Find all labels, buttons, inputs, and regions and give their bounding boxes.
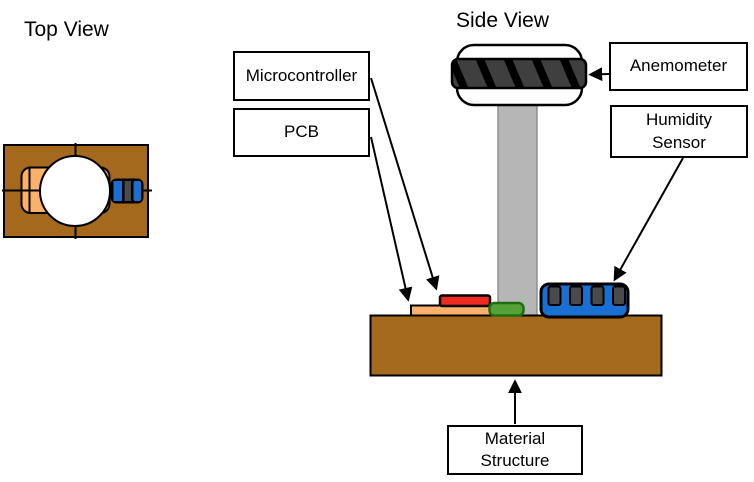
top-view-assembly (2, 143, 152, 239)
humidity-sensor-slot (590, 285, 605, 306)
top-view-sensor-segment-right (133, 181, 141, 201)
side-view-assembly (369, 43, 663, 377)
material-structure-label: Material Structure (447, 425, 583, 475)
side-view-anemometer-drum-outline (450, 57, 588, 90)
top-view-sensor-segment-middle (124, 181, 131, 201)
top-view-humidity-sensor (110, 178, 144, 204)
pcb-label-text: PCB (284, 122, 319, 142)
arrow-anemometer-to-drum (588, 67, 610, 82)
arrow-microcontroller-to-chip (370, 77, 440, 291)
arrow-pcb-to-board (370, 136, 413, 302)
side-view-material-structure (369, 314, 663, 377)
microcontroller-label: Microcontroller (233, 51, 370, 101)
top-view-title: Top View (24, 18, 109, 41)
pcb-label: PCB (233, 108, 370, 157)
material-label-line2: Structure (480, 451, 550, 470)
material-label-line1: Material (484, 428, 546, 448)
humidity-sensor-slot (569, 285, 583, 306)
top-view-anemometer-circle (39, 155, 111, 227)
microcontroller-label-text: Microcontroller (245, 65, 358, 85)
material-structure-label-text: Material Structure (481, 428, 550, 472)
callout-arrows (370, 67, 684, 424)
side-view-humidity-sensor-body (539, 282, 630, 319)
side-view-green-mount (488, 301, 525, 317)
humidity-sensor-label: Humidity Sensor (610, 105, 748, 158)
side-view-title: Side View (456, 9, 550, 32)
side-view-humidity-sensor (539, 282, 630, 319)
humidity-sensor-slot (547, 285, 562, 306)
humidity-label-line1: Humidity (645, 110, 713, 130)
humidity-sensor-slot (612, 285, 626, 306)
anemometer-label-text: Anemometer (629, 56, 728, 76)
side-view-microcontroller-chip (438, 294, 492, 308)
side-view-mast-pole (497, 99, 538, 317)
arrow-humidity-to-sensor (613, 157, 684, 282)
top-view-sensor-segment-left (113, 181, 122, 201)
anemometer-label: Anemometer (609, 42, 748, 91)
humidity-sensor-label-text: Humidity Sensor (646, 109, 712, 153)
humidity-label-line2: Sensor (652, 132, 706, 152)
